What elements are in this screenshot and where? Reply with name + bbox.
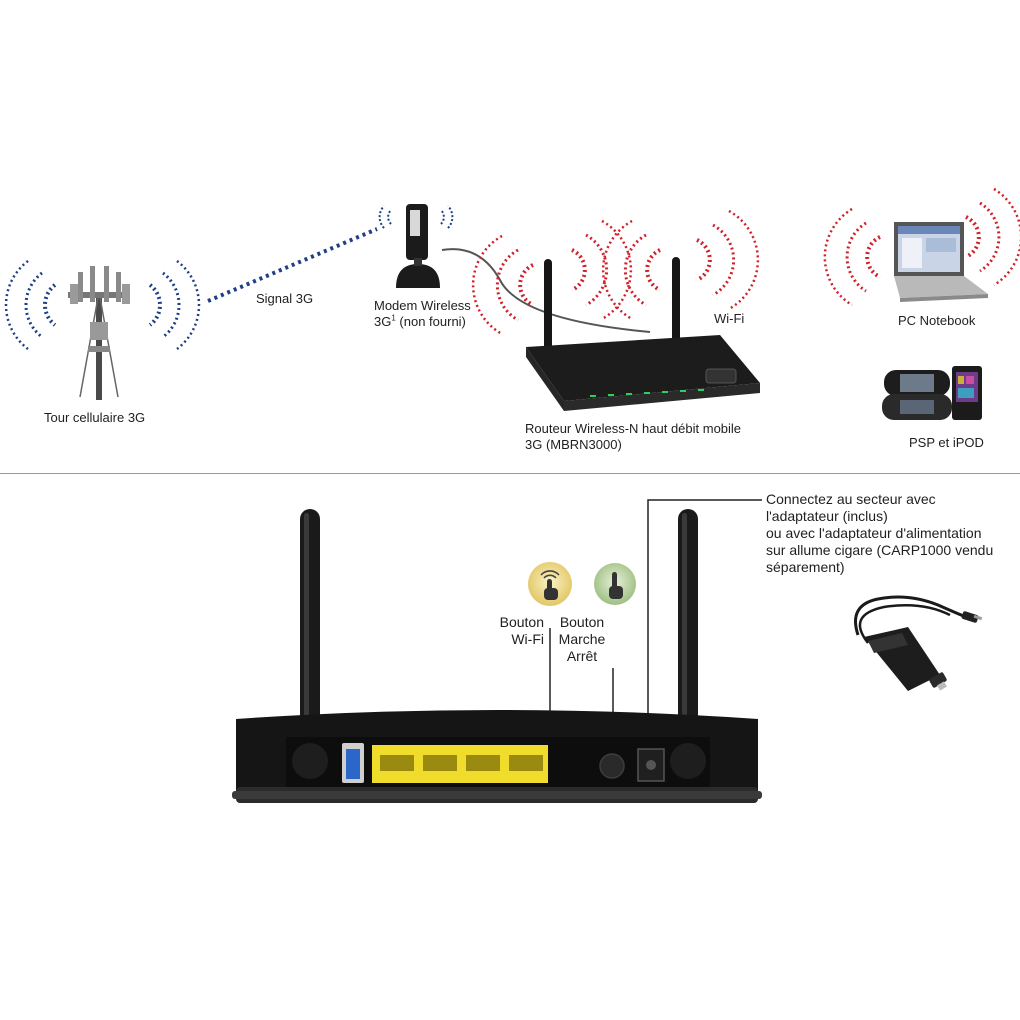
router-wifi-left-icon xyxy=(471,234,534,336)
wifi-button-icon xyxy=(528,562,572,606)
wifi-button-label-line2: Wi-Fi xyxy=(511,631,544,647)
power-button-label-line1: Bouton xyxy=(559,614,605,630)
power-button-label-line3: Arrêt xyxy=(566,648,598,664)
tower-label: Tour cellulaire 3G xyxy=(44,410,146,425)
car-adapter-illustration xyxy=(854,595,983,691)
power-note-line2: l'adaptateur (inclus) xyxy=(766,508,888,524)
power-button-label: Bouton Marche Arrêt xyxy=(557,614,607,665)
wifi-button-label: Bouton Wi-Fi xyxy=(499,614,544,648)
psp-label: PSP et iPOD xyxy=(909,435,984,450)
power-note-line4: sur allume cigare (CARP1000 vendu xyxy=(766,542,994,558)
power-note-line1: Connectez au secteur avec xyxy=(766,491,936,507)
modem-label-line1: Modem Wireless xyxy=(374,298,471,313)
power-note-line3: ou avec l'adaptateur d'alimentation xyxy=(766,525,982,541)
wifi-button-label-line1: Bouton xyxy=(499,614,544,630)
power-note-line5: séparement) xyxy=(766,559,845,575)
signal-3g-line xyxy=(207,227,378,303)
router-back-illustration xyxy=(232,509,762,803)
notebook-label: PC Notebook xyxy=(898,313,976,328)
section-divider xyxy=(0,473,1020,474)
modem-router-cable xyxy=(441,248,651,333)
tower-signal-right-icon xyxy=(148,260,201,350)
router-wifi-middle-icon xyxy=(571,219,661,321)
signal-3g-label: Signal 3G xyxy=(256,291,314,306)
psp-ipod-illustration xyxy=(882,366,982,420)
power-note: Connectez au secteur avec l'adaptateur (… xyxy=(766,491,993,576)
laptop-wifi-right-icon xyxy=(965,187,1020,287)
tower-signal-left-icon xyxy=(4,260,57,350)
cell-tower-illustration xyxy=(68,266,130,400)
router-wifi-right-icon xyxy=(696,209,760,311)
power-button-icon xyxy=(594,563,636,605)
callout-lines xyxy=(549,499,762,718)
laptop-wifi-left-icon xyxy=(823,207,881,307)
modem-footnote-mark: 1 xyxy=(391,313,396,323)
wifi-label: Wi-Fi xyxy=(714,311,745,326)
modem-label-line2-prefix: 3G xyxy=(374,314,392,329)
router-label-line1: Routeur Wireless-N haut débit mobile xyxy=(525,421,742,436)
modem-label: Modem Wireless 3G1 (non fourni) xyxy=(374,298,471,330)
router-label: Routeur Wireless-N haut débit mobile 3G … xyxy=(525,421,741,453)
power-button-label-line2: Marche xyxy=(558,631,606,647)
laptop-illustration xyxy=(894,222,988,302)
modem-illustration xyxy=(378,204,454,288)
router-front-illustration xyxy=(526,257,760,411)
router-label-line2: 3G (MBRN3000) xyxy=(525,437,622,452)
modem-label-line2-suffix: (non fourni) xyxy=(395,314,466,329)
